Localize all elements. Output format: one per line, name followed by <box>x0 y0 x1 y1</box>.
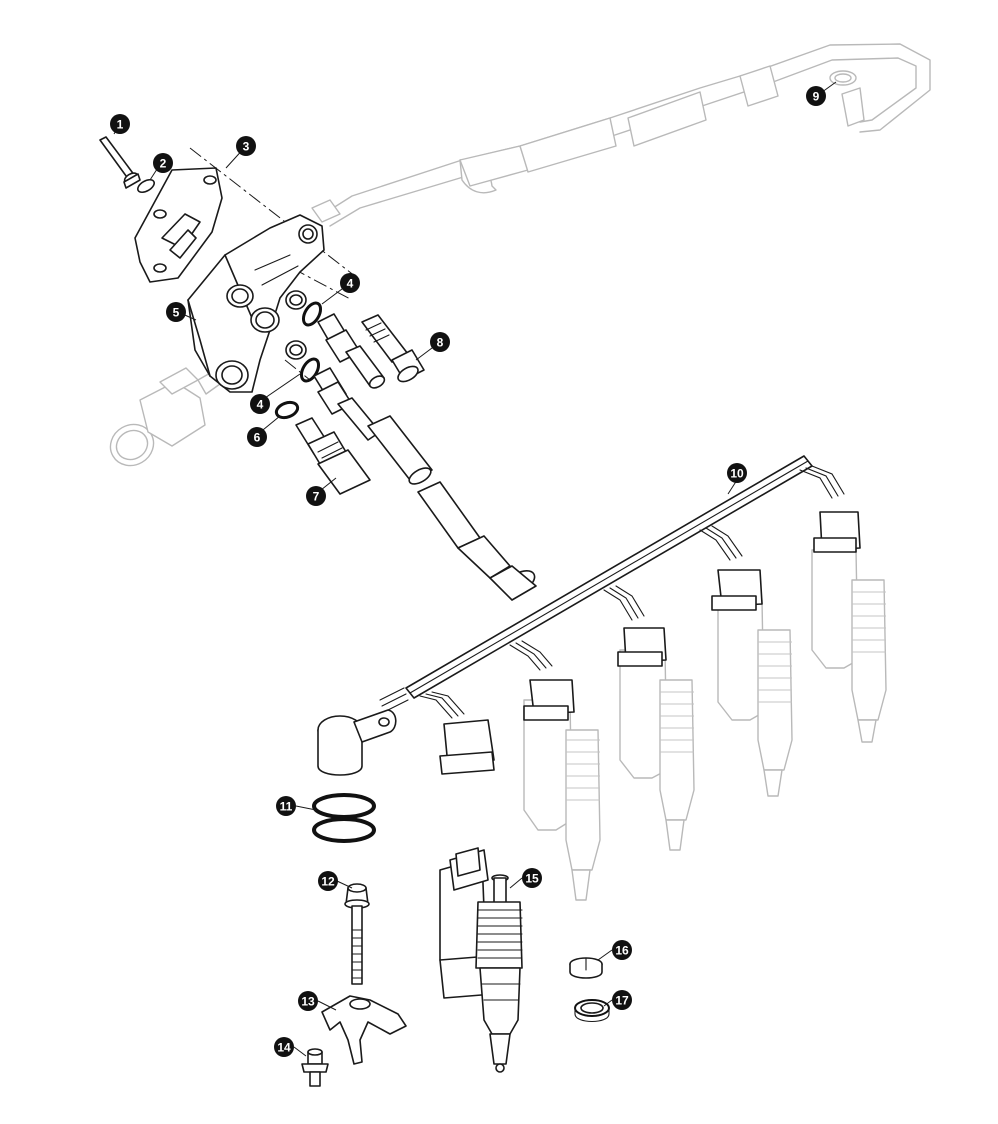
callout-number: 14 <box>277 1041 291 1055</box>
callout-15: 15 <box>522 868 542 888</box>
callout-number: 12 <box>321 875 335 889</box>
callout-number: 11 <box>280 800 293 814</box>
callout-badge <box>522 868 542 888</box>
callout-badge <box>298 991 318 1011</box>
callout-3: 3 <box>236 136 256 156</box>
callout-badge <box>153 153 173 173</box>
callout-4a: 4 <box>340 273 360 293</box>
callout-14: 14 <box>274 1037 294 1057</box>
callout-badge <box>276 796 296 816</box>
callout-number: 3 <box>243 140 250 154</box>
callout-16: 16 <box>612 940 632 960</box>
callout-9: 9 <box>806 86 826 106</box>
callout-badge <box>727 463 747 483</box>
injectors-ghost <box>523 549 887 901</box>
fuel-line-ghost <box>311 43 931 227</box>
callout-badge <box>318 871 338 891</box>
callout-number: 4 <box>347 277 354 291</box>
callout-17: 17 <box>612 990 632 1010</box>
callout-badge <box>250 394 270 414</box>
clamp-part-13 <box>321 995 407 1065</box>
callout-number: 7 <box>313 490 320 504</box>
gasket-part-3 <box>134 167 223 283</box>
callout-10: 10 <box>727 463 747 483</box>
callout-number: 9 <box>813 90 820 104</box>
callout-number: 4 <box>257 398 264 412</box>
sensor-part-7 <box>295 417 371 495</box>
callout-badge <box>612 990 632 1010</box>
o-ring-part-4 <box>299 301 323 383</box>
wiring-harness-part-10 <box>317 455 861 776</box>
callout-5: 5 <box>166 302 186 322</box>
callout-6: 6 <box>247 427 267 447</box>
callout-1: 1 <box>110 114 130 134</box>
bolt-part-8 <box>361 314 425 383</box>
callout-badge <box>612 940 632 960</box>
callout-12: 12 <box>318 871 338 891</box>
callout-number: 15 <box>525 872 539 886</box>
callout-number: 10 <box>730 467 744 481</box>
screw-part-14 <box>301 1048 329 1087</box>
callout-number: 6 <box>254 431 261 445</box>
callout-number: 17 <box>615 994 629 1008</box>
callout-badge <box>236 136 256 156</box>
seals-part-11 <box>312 793 376 843</box>
o-ring-part-6 <box>274 400 300 420</box>
pressure-regulator-ghost <box>109 367 221 467</box>
washer-part-17 <box>574 999 610 1023</box>
callout-badge <box>340 273 360 293</box>
callout-number: 16 <box>615 944 629 958</box>
callout-number: 13 <box>301 995 315 1009</box>
callout-badge <box>430 332 450 352</box>
fitting-upper <box>317 313 386 389</box>
bolt-part-1 <box>99 136 141 189</box>
callout-number: 1 <box>117 118 124 132</box>
seal-part-16 <box>569 957 603 979</box>
bolt-part-12 <box>344 883 370 985</box>
callout-badge <box>110 114 130 134</box>
callout-badge <box>247 427 267 447</box>
callout-badge <box>806 86 826 106</box>
o-ring-part-2 <box>137 178 155 194</box>
injector-part-15 <box>439 847 523 1073</box>
callout-13: 13 <box>298 991 318 1011</box>
callout-number: 2 <box>160 157 167 171</box>
fitting-lower-pipe <box>313 367 537 601</box>
fuel-rail-body-part-5 <box>187 214 325 393</box>
callout-4b: 4 <box>250 394 270 414</box>
callout-8: 8 <box>430 332 450 352</box>
callout-badge <box>274 1037 294 1057</box>
callout-2: 2 <box>153 153 173 173</box>
callout-7: 7 <box>306 486 326 506</box>
callout-number: 5 <box>173 306 180 320</box>
callout-number: 8 <box>437 336 444 350</box>
callout-badge <box>166 302 186 322</box>
callout-11: 11 <box>276 796 296 816</box>
callout-badge <box>306 486 326 506</box>
